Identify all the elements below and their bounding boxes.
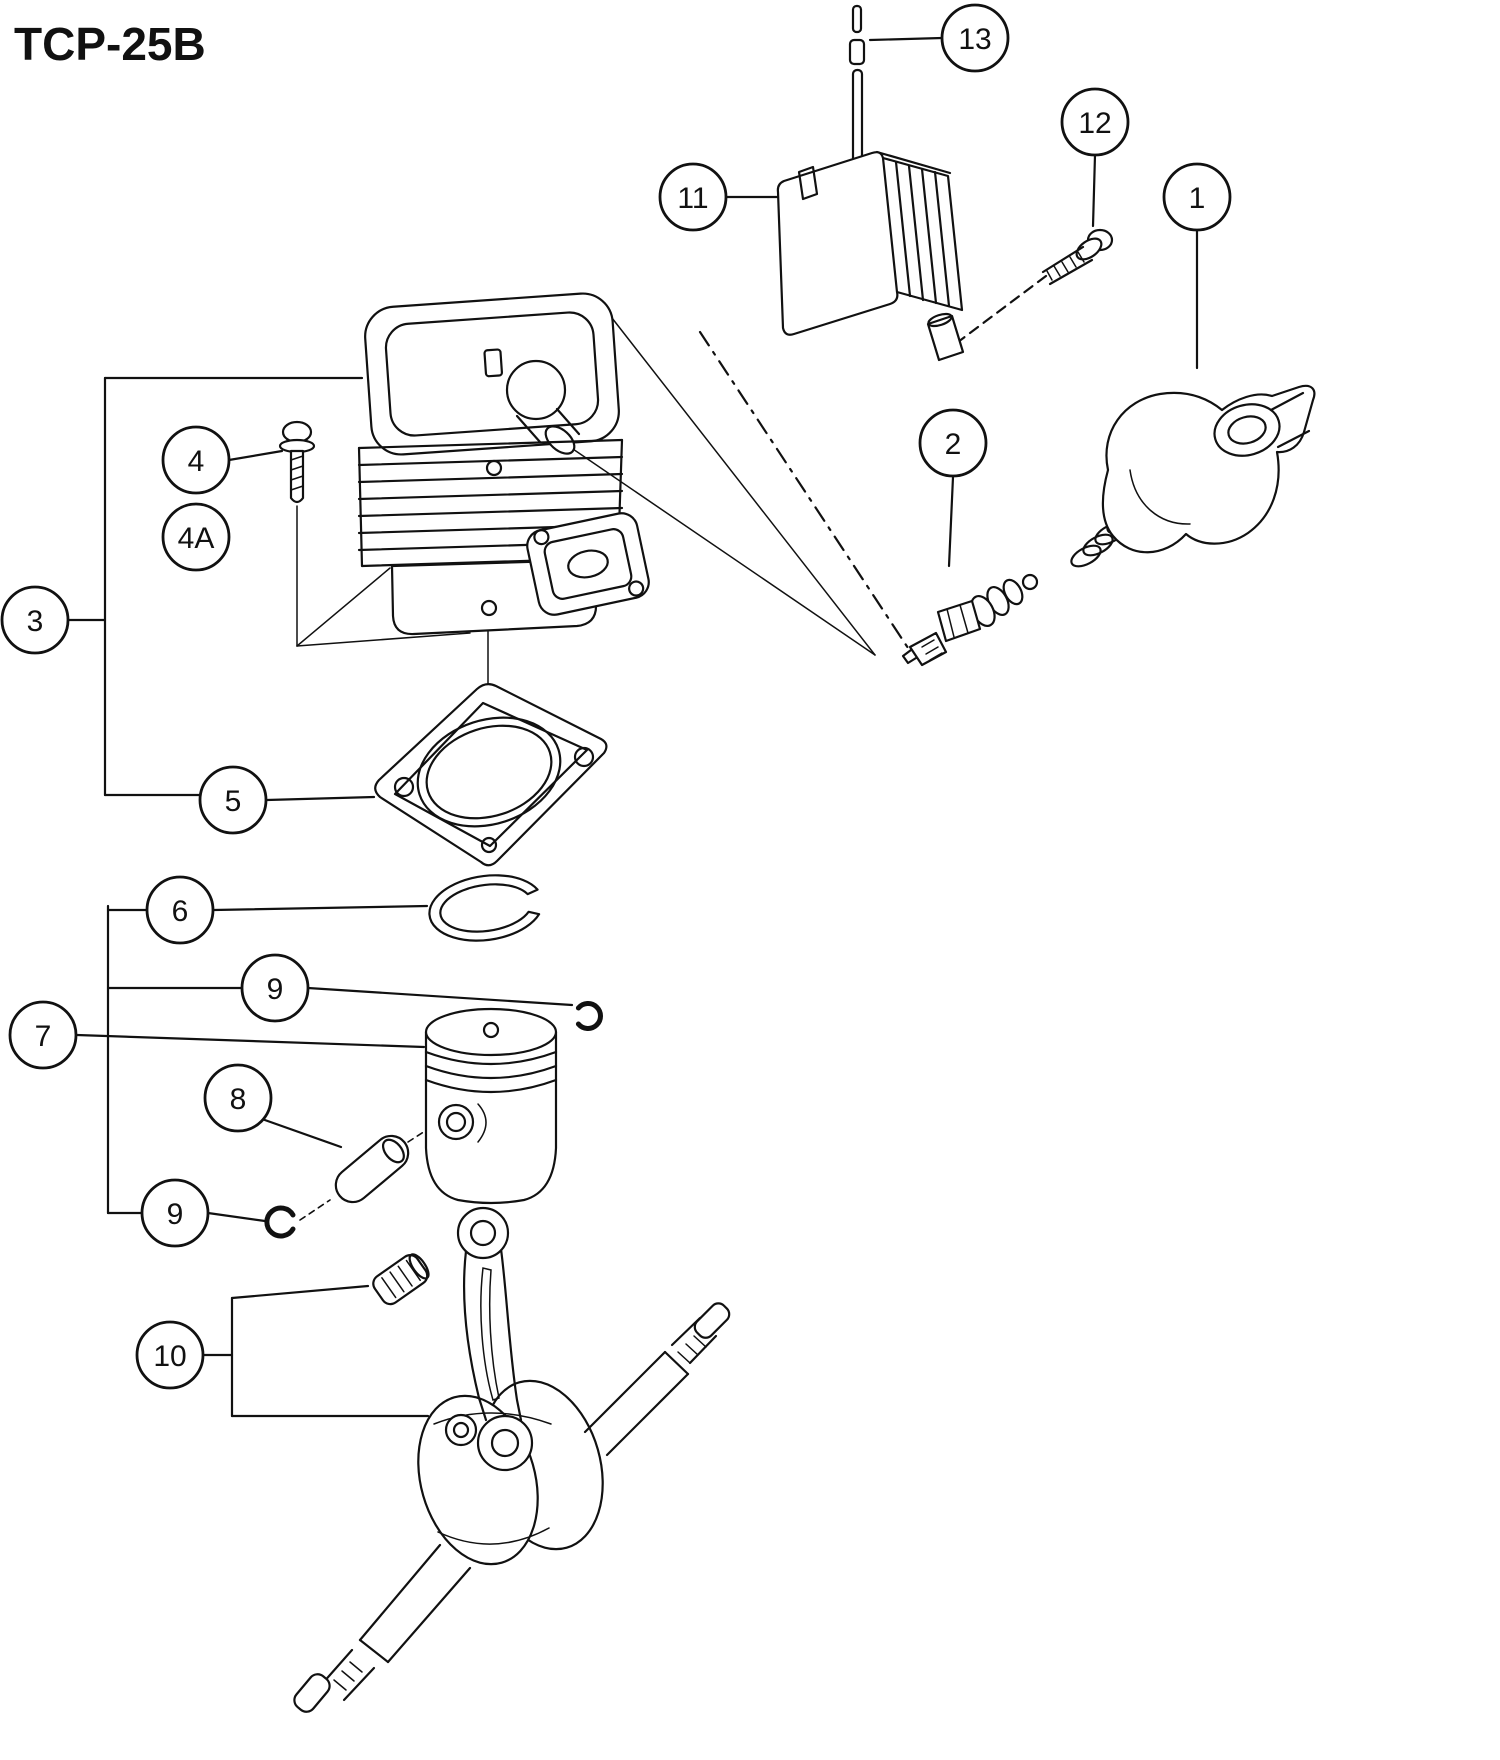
callout-5-circle	[198, 765, 268, 835]
callout-10-label: 10	[153, 1340, 186, 1373]
callout-1-circle	[1162, 162, 1232, 232]
circlip-9b-drawing	[264, 1205, 296, 1239]
plug-wedge-line-b	[547, 431, 876, 656]
clip-pin-dash	[299, 1199, 331, 1221]
callout-8: 8	[203, 1063, 273, 1133]
gasket-drawing	[374, 682, 608, 867]
callout-12-circle	[1060, 87, 1130, 157]
cylinder-drawing	[357, 292, 650, 636]
callout-3: 3	[0, 585, 70, 655]
callout-12-label: 12	[1078, 107, 1111, 140]
circlip-9a-drawing	[575, 1001, 603, 1031]
callout-4-circle	[161, 425, 231, 495]
callout-2-label: 2	[945, 428, 962, 461]
callout-10-circle	[135, 1320, 205, 1390]
plug-wedge-line-a	[611, 317, 876, 656]
snap-ring-drawing	[428, 874, 541, 942]
piston-drawing	[424, 1007, 558, 1205]
leader-8	[260, 1117, 343, 1149]
callout-8-circle	[203, 1063, 273, 1133]
muffler-drawing	[776, 68, 965, 362]
callout-11-label: 11	[677, 182, 708, 215]
needle-bearing-drawing	[372, 1253, 430, 1306]
screw-wedge-line-a	[296, 567, 391, 647]
bracket-10-top	[230, 1284, 370, 1300]
screw-4-drawing	[278, 420, 316, 504]
callout-2: 2	[918, 408, 988, 478]
callout-9b-circle	[140, 1178, 210, 1248]
callout-13-label: 13	[958, 23, 991, 56]
callout-4-label: 4	[188, 445, 205, 478]
leader-7	[75, 1033, 426, 1049]
callout-1: 1	[1162, 162, 1232, 232]
spark-plug-drawing	[901, 573, 1039, 667]
callout-6-circle	[145, 875, 215, 945]
callout-12: 12	[1060, 87, 1130, 157]
leader-5	[265, 795, 376, 802]
leader-4	[227, 449, 284, 462]
bolt-axis-dash-line	[956, 274, 1048, 344]
pin-13-drawing	[848, 4, 866, 66]
callout-13-circle	[940, 3, 1010, 73]
callout-11: 11	[658, 162, 728, 232]
callout-9b: 9	[140, 1178, 210, 1248]
callout-9a: 9	[240, 953, 310, 1023]
callout-7: 7	[8, 1000, 78, 1070]
callout-9a-circle	[240, 953, 310, 1023]
leader-2	[947, 475, 955, 568]
plug-axis-dash-line	[698, 330, 910, 650]
callout-4: 4	[161, 425, 231, 495]
callout-6-label: 6	[172, 895, 189, 928]
callout-7-circle	[8, 1000, 78, 1070]
leader-12	[1091, 153, 1097, 228]
cover-1-drawing	[1070, 384, 1316, 568]
callout-2-circle	[918, 408, 988, 478]
callout-4a: 4A	[161, 502, 231, 572]
leader-and-axis-lines	[67, 36, 1199, 1418]
callout-4a-circle	[161, 502, 231, 572]
callout-10: 10	[135, 1320, 205, 1390]
diagram-title: TCP-25B	[14, 18, 206, 70]
callout-11-circle	[658, 162, 728, 232]
callout-3-label: 3	[27, 605, 44, 638]
leader-13	[868, 36, 944, 42]
bolt-12-drawing	[1041, 228, 1114, 286]
callout-5: 5	[198, 765, 268, 835]
callout-13: 13	[940, 3, 1010, 73]
callout-7-label: 7	[35, 1020, 52, 1053]
callout-5-label: 5	[225, 785, 242, 818]
callout-4a-label: 4A	[178, 522, 215, 555]
callout-6: 6	[145, 875, 215, 945]
leader-9b	[206, 1211, 267, 1223]
callout-8-label: 8	[230, 1083, 247, 1116]
callout-3-circle	[0, 585, 70, 655]
leader-6	[212, 904, 429, 912]
screw-wedge-line-b	[296, 632, 471, 647]
wrist-pin-drawing	[334, 1134, 410, 1204]
crankshaft-drawing	[293, 1206, 731, 1713]
callout-9a-label: 9	[267, 973, 284, 1006]
callout-9b-label: 9	[167, 1198, 184, 1231]
callout-1-label: 1	[1189, 182, 1206, 215]
leader-9a	[306, 986, 574, 1007]
